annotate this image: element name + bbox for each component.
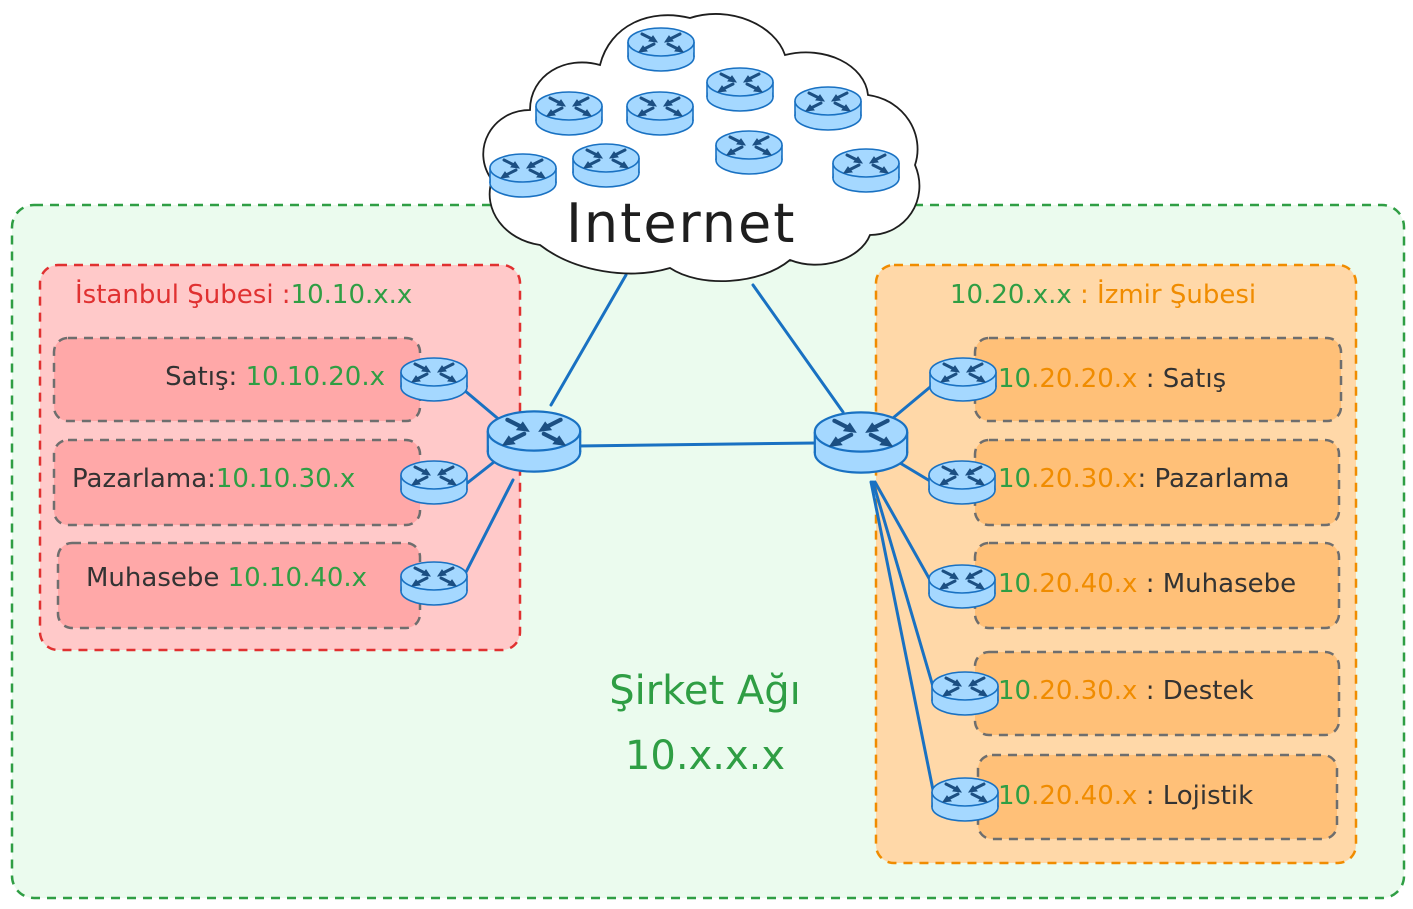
- internet-router-3: [534, 90, 604, 137]
- network-links: [462, 273, 937, 797]
- izmir-router-pazarlama: [927, 459, 997, 506]
- izmir-dept-muhasebe: 10.20.40.x : Muhasebe: [998, 569, 1296, 599]
- izmir-dept-satis: 10.20.20.x : Satış: [998, 364, 1226, 394]
- izmir-dept-ip: .20.20.x: [1031, 364, 1138, 394]
- link-izmir-lojistik: [869, 480, 936, 797]
- istanbul-router-muhasebe: [399, 560, 469, 607]
- izmir-dept-ip-prefix: 10: [998, 364, 1032, 394]
- izmir-dept-ip: .20.30.x: [1031, 676, 1138, 706]
- internet-router-1: [626, 26, 696, 73]
- izmir-dept-ip-prefix: 10: [998, 781, 1032, 811]
- internet-router-9: [831, 147, 901, 194]
- izmir-dept-ip: .20.40.x: [1031, 781, 1138, 811]
- izmir-router-muhasebe: [927, 563, 997, 610]
- corporate-range: 10.x.x.x: [624, 733, 786, 779]
- link-istanbul-satis: [462, 388, 504, 424]
- istanbul-router-satis: [399, 356, 469, 403]
- internet-router-5: [793, 85, 863, 132]
- link-istanbul-izmir: [576, 441, 818, 448]
- link-izmir-internet: [751, 283, 845, 414]
- internet-cloud: [482, 13, 921, 282]
- izmir-title-text: : İzmir Şubesi: [1071, 280, 1257, 310]
- internet-router-2: [705, 66, 775, 113]
- link-izmir-destek: [871, 480, 936, 692]
- istanbul-dept-ip: 10.10.30.x: [215, 464, 356, 494]
- istanbul-range: 10.10.x.x: [290, 280, 413, 310]
- istanbul-dept-ip: 10.10.40.x: [227, 563, 368, 593]
- corporate-name: Şirket Ağı: [609, 668, 801, 714]
- internet-router-4: [625, 90, 695, 137]
- istanbul-title-text: İstanbul Şubesi :: [75, 280, 291, 310]
- istanbul-core-router: [488, 411, 580, 471]
- link-izmir-muhasebe: [873, 480, 932, 582]
- istanbul-dept-name: Satış:: [165, 362, 238, 392]
- izmir-router-lojistik: [930, 776, 1000, 823]
- izmir-title: 10.20.x.x : İzmir Şubesi: [950, 280, 1256, 310]
- izmir-dept-name: : Pazarlama: [1137, 464, 1290, 494]
- izmir-dept-pazarlama: 10.20.30.x: Pazarlama: [998, 464, 1290, 494]
- istanbul-dept-name: Muhasebe: [86, 563, 220, 593]
- izmir-dept-ip: .20.40.x: [1031, 569, 1138, 599]
- istanbul-title: İstanbul Şubesi :10.10.x.x: [75, 280, 412, 310]
- izmir-dept-ip: .20.30.x: [1031, 464, 1138, 494]
- link-izmir-satis: [891, 381, 937, 420]
- izmir-dept-ip-prefix: 10: [998, 464, 1032, 494]
- izmir-dept-lojistik: 10.20.40.x : Lojistik: [998, 781, 1253, 811]
- izmir-core-router: [815, 412, 907, 472]
- izmir-router-satis: [928, 356, 998, 403]
- link-istanbul-muhasebe: [462, 478, 515, 578]
- izmir-dept-name: : Muhasebe: [1137, 569, 1297, 599]
- izmir-dept-destek: 10.20.30.x : Destek: [998, 676, 1254, 706]
- istanbul-router-pazarlama: [399, 459, 469, 506]
- istanbul-dept-pazarlama: Pazarlama:10.10.30.x: [72, 464, 355, 494]
- internet-label: Internet: [566, 192, 797, 255]
- istanbul-dept-name: Pazarlama:: [72, 464, 216, 494]
- link-istanbul-internet: [549, 273, 628, 407]
- izmir-dept-name: : Destek: [1137, 676, 1254, 706]
- istanbul-dept-muhasebe: Muhasebe 10.10.40.x: [86, 563, 367, 593]
- izmir-dept-ip-prefix: 10: [998, 676, 1032, 706]
- izmir-dept-ip-prefix: 10: [998, 569, 1032, 599]
- izmir-dept-name: : Lojistik: [1137, 781, 1254, 811]
- link-izmir-pazarlama: [898, 461, 932, 483]
- internet-router-6: [488, 152, 558, 199]
- istanbul-dept-satis: Satış: 10.10.20.x: [165, 362, 385, 392]
- internet-router-8: [714, 129, 784, 176]
- izmir-dept-box-lojistik: [976, 753, 1339, 841]
- istanbul-dept-ip: 10.10.20.x: [245, 362, 385, 392]
- izmir-range: 10.20.x.x: [950, 280, 1072, 310]
- izmir-router-destek: [930, 670, 1000, 717]
- internet-router-7: [571, 142, 641, 189]
- izmir-dept-name: : Satış: [1137, 364, 1227, 394]
- link-istanbul-pazarlama: [464, 460, 496, 486]
